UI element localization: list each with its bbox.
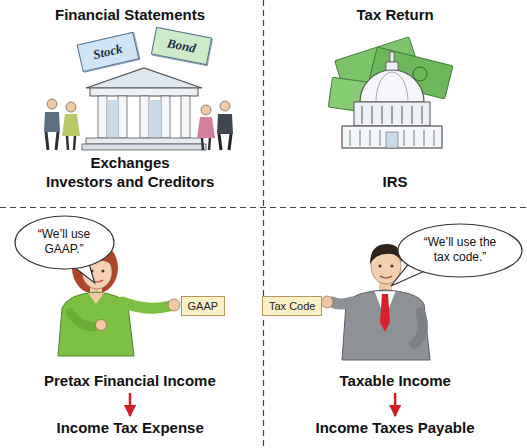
column xyxy=(140,96,149,138)
door xyxy=(386,132,398,148)
body xyxy=(217,114,233,134)
body xyxy=(197,117,215,138)
bubble-ellipse xyxy=(15,216,114,269)
arm xyxy=(332,302,352,304)
eye xyxy=(391,265,394,268)
quadrant-heading: IRS xyxy=(383,173,408,191)
quadrant-heading: Financial Statements xyxy=(55,6,205,24)
divider-line xyxy=(263,0,264,448)
bank-building xyxy=(82,68,206,150)
divider-line xyxy=(0,207,527,208)
node-text: Income Tax Expense xyxy=(57,419,204,437)
pediment xyxy=(86,68,202,88)
head xyxy=(66,102,76,112)
capitol-building xyxy=(342,52,442,148)
quadrant-heading: Exchanges xyxy=(91,154,170,172)
hand xyxy=(96,320,107,331)
hand xyxy=(321,296,333,308)
node-text: Tax Code xyxy=(269,300,315,312)
column xyxy=(118,96,127,138)
wall-shade xyxy=(149,100,161,138)
column xyxy=(181,96,190,138)
body xyxy=(44,112,60,132)
head xyxy=(201,105,211,115)
collar xyxy=(88,293,104,304)
eye xyxy=(379,265,382,268)
step xyxy=(82,144,206,150)
hand xyxy=(168,299,180,311)
bubble-ellipse xyxy=(398,224,522,277)
statue xyxy=(390,52,394,62)
head xyxy=(47,99,57,109)
quadrant-heading: Tax Return xyxy=(357,6,434,24)
mouth xyxy=(380,276,392,278)
eye xyxy=(102,270,105,273)
node-text: “We’ll use the tax code.” xyxy=(418,235,502,265)
speech-bubble: “We’ll use the tax code.” xyxy=(397,223,523,278)
head xyxy=(220,101,230,111)
tax-code-card: Tax Code xyxy=(262,296,322,316)
stock-certificate: Stock xyxy=(77,32,139,72)
income-heading: Taxable Income xyxy=(340,372,451,390)
node-text: Pretax Financial Income xyxy=(44,372,216,390)
quadrant-heading: Investors and Creditors xyxy=(46,173,214,191)
entablature xyxy=(90,88,198,96)
speech-bubble: “We’ll use GAAP.” xyxy=(14,215,115,270)
income-heading: Pretax Financial Income xyxy=(44,372,216,390)
column xyxy=(161,96,170,138)
arrow-connector xyxy=(129,393,132,416)
body xyxy=(62,114,80,136)
column xyxy=(98,96,107,138)
dome xyxy=(360,70,424,102)
node-text: Income Taxes Payable xyxy=(316,419,475,437)
tax-result: Income Tax Expense xyxy=(57,419,204,437)
arm xyxy=(414,312,423,344)
node-text: Taxable Income xyxy=(340,372,451,390)
drum xyxy=(354,102,430,126)
dome-ribs xyxy=(376,72,408,102)
node-text: Bond xyxy=(165,35,196,56)
bond-certificate: Bond xyxy=(150,27,211,65)
bill-seal xyxy=(413,67,427,81)
arrow-connector xyxy=(394,393,397,416)
tax-result: Income Taxes Payable xyxy=(316,419,475,437)
investor-figures xyxy=(44,99,80,150)
tie xyxy=(380,294,390,332)
arm xyxy=(70,312,98,327)
hair xyxy=(370,244,402,264)
legs xyxy=(202,138,210,150)
node-text: Stock xyxy=(92,41,124,63)
arm xyxy=(122,302,170,308)
legs xyxy=(46,132,58,150)
drum-columns xyxy=(362,106,422,124)
node-text: “We’ll use GAAP.” xyxy=(31,227,97,257)
step xyxy=(86,138,202,144)
gaap-card: GAAP xyxy=(181,296,226,316)
creditor-figures xyxy=(197,101,233,150)
wall-shade xyxy=(107,100,118,138)
node-text: GAAP xyxy=(188,300,219,312)
legs xyxy=(219,134,231,150)
base xyxy=(342,126,442,148)
legs xyxy=(67,136,75,150)
